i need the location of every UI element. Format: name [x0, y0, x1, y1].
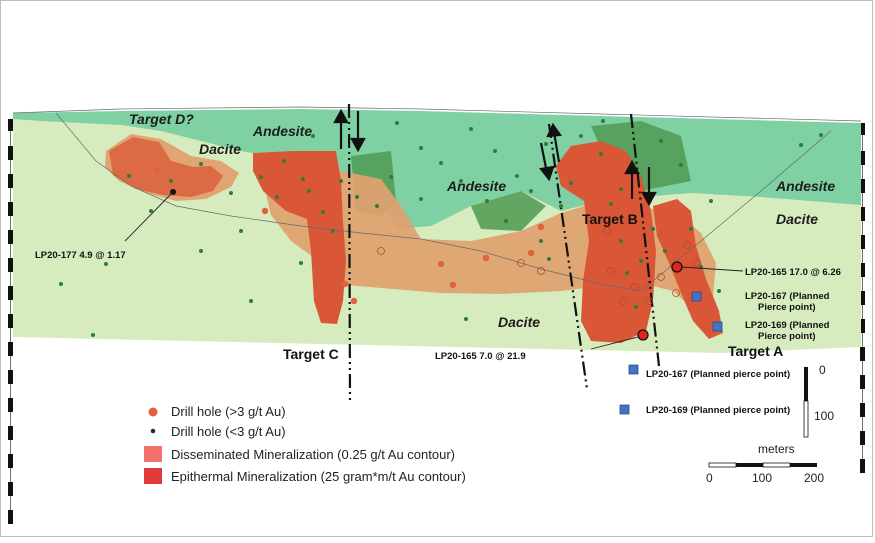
intercept-markers — [170, 189, 683, 341]
dacite-label-3: Dacite — [498, 314, 540, 330]
vertical-scale-bar: 0 100 — [803, 363, 834, 438]
fault-arrows — [333, 108, 657, 207]
legend-epithermal-label: Epithermal Mineralization (25 gram*m/t A… — [171, 469, 466, 484]
legend-high-grade-swatch — [148, 407, 158, 417]
dacite-label-1: Dacite — [199, 141, 241, 157]
target-a-label: Target A — [728, 343, 783, 359]
target-b-label: Target B — [582, 211, 638, 227]
lp20-165-lower-label: LP20-165 7.0 @ 21.9 — [435, 351, 526, 362]
drill-holes-outline — [377, 227, 701, 305]
andesite-label-3: Andesite — [775, 178, 835, 194]
scale-unit-label: meters — [758, 442, 795, 456]
scale-tick-100: 100 — [752, 471, 772, 485]
dacite-label-2: Dacite — [776, 211, 818, 227]
legend: Drill hole (>3 g/t Au) Drill hole (<3 g/… — [144, 404, 466, 484]
right-depth-bar — [860, 123, 865, 473]
intercept-lp20-165-upper — [671, 261, 683, 273]
epithermal-zone-west — [109, 137, 223, 197]
vertical-scale-tick-0: 0 — [819, 363, 826, 377]
legend-disseminated-label: Disseminated Mineralization (0.25 g/t Au… — [171, 447, 455, 462]
scale-tick-0: 0 — [706, 471, 713, 485]
horizontal-scale-bar: meters 0 100 200 — [706, 442, 824, 485]
drill-holes-high-grade — [153, 167, 545, 305]
target-d-label: Target D? — [129, 111, 194, 127]
legend-disseminated-swatch — [144, 446, 162, 462]
legend-low-grade-swatch — [150, 428, 156, 434]
fault-lines — [347, 103, 661, 402]
contact-lines — [12, 106, 862, 292]
lp20-167-below-label: LP20-167 (Planned pierce point) — [646, 369, 790, 380]
epithermal-zone-a — [653, 199, 723, 339]
lp20-169-label-line1: LP20-169 (Planned — [745, 320, 830, 331]
planned-pierce-points — [619, 291, 723, 415]
left-depth-bar — [8, 119, 13, 524]
leader-lines — [124, 191, 744, 350]
andesite-label-2: Andesite — [446, 178, 506, 194]
epithermal-zone-c — [253, 151, 346, 324]
target-c-label: Target C — [283, 346, 339, 362]
lp20-167-label-line1: LP20-167 (Planned — [745, 291, 830, 302]
vertical-scale-tick-100: 100 — [814, 409, 834, 423]
legend-low-grade-label: Drill hole (<3 g/t Au) — [171, 424, 286, 439]
lp20-177-label: LP20-177 4.9 @ 1.17 — [35, 250, 126, 261]
lp20-169-below-label: LP20-169 (Planned pierce point) — [646, 405, 790, 416]
lp20-165-upper-label: LP20-165 17.0 @ 6.26 — [745, 267, 841, 278]
intercept-lp20-165-lower — [637, 329, 649, 341]
legend-epithermal-swatch — [144, 468, 162, 484]
drill-holes-low-grade — [59, 119, 823, 337]
lp20-169-label-line2: Pierce point) — [758, 331, 816, 342]
lp20-167-label-line2: Pierce point) — [758, 302, 816, 313]
legend-high-grade-label: Drill hole (>3 g/t Au) — [171, 404, 286, 419]
scale-tick-200: 200 — [804, 471, 824, 485]
andesite-label-1: Andesite — [252, 123, 312, 139]
